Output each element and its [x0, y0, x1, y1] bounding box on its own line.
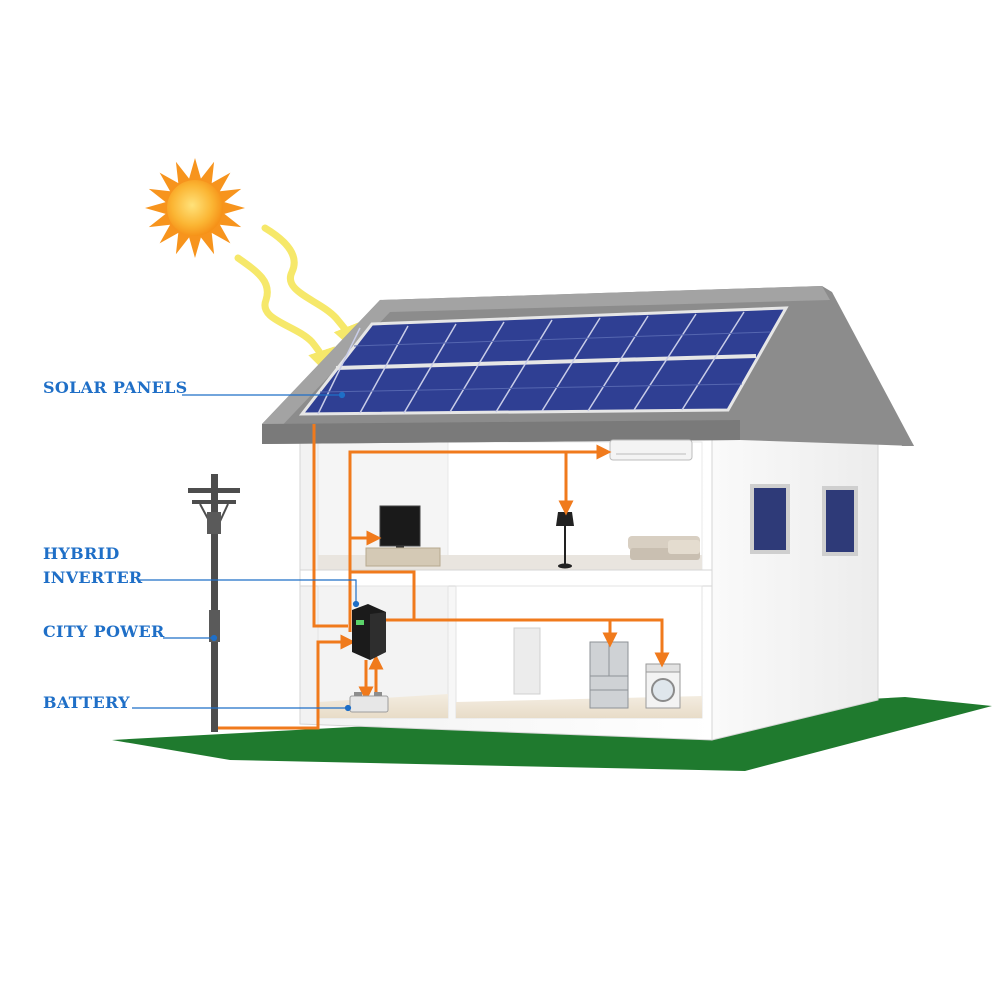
label-inverter: INVERTER — [43, 568, 143, 587]
label-hybrid: HYBRID — [43, 544, 120, 563]
callout-leaders — [132, 391, 360, 712]
label-solar-panels: SOLAR PANELS — [43, 378, 188, 397]
sun-ray-upper — [261, 224, 360, 353]
sun-ray-lower — [234, 254, 335, 378]
battery-bank — [349, 692, 389, 713]
television — [365, 505, 441, 567]
side-window-right — [822, 486, 858, 556]
interior-door — [513, 627, 541, 695]
label-city-power: CITY POWER — [43, 622, 165, 641]
washing-machine — [645, 663, 681, 709]
label-battery: BATTERY — [43, 693, 130, 712]
refrigerator — [589, 641, 629, 709]
sofa — [628, 536, 700, 560]
power-flow-lines — [218, 424, 670, 730]
hybrid-inverter — [352, 604, 386, 660]
air-conditioner — [609, 439, 693, 461]
side-window-left — [750, 484, 790, 554]
solar-panel-array — [298, 306, 789, 416]
utility-pole — [188, 474, 240, 732]
floor-lamp — [556, 512, 574, 569]
sun-icon — [145, 158, 245, 258]
